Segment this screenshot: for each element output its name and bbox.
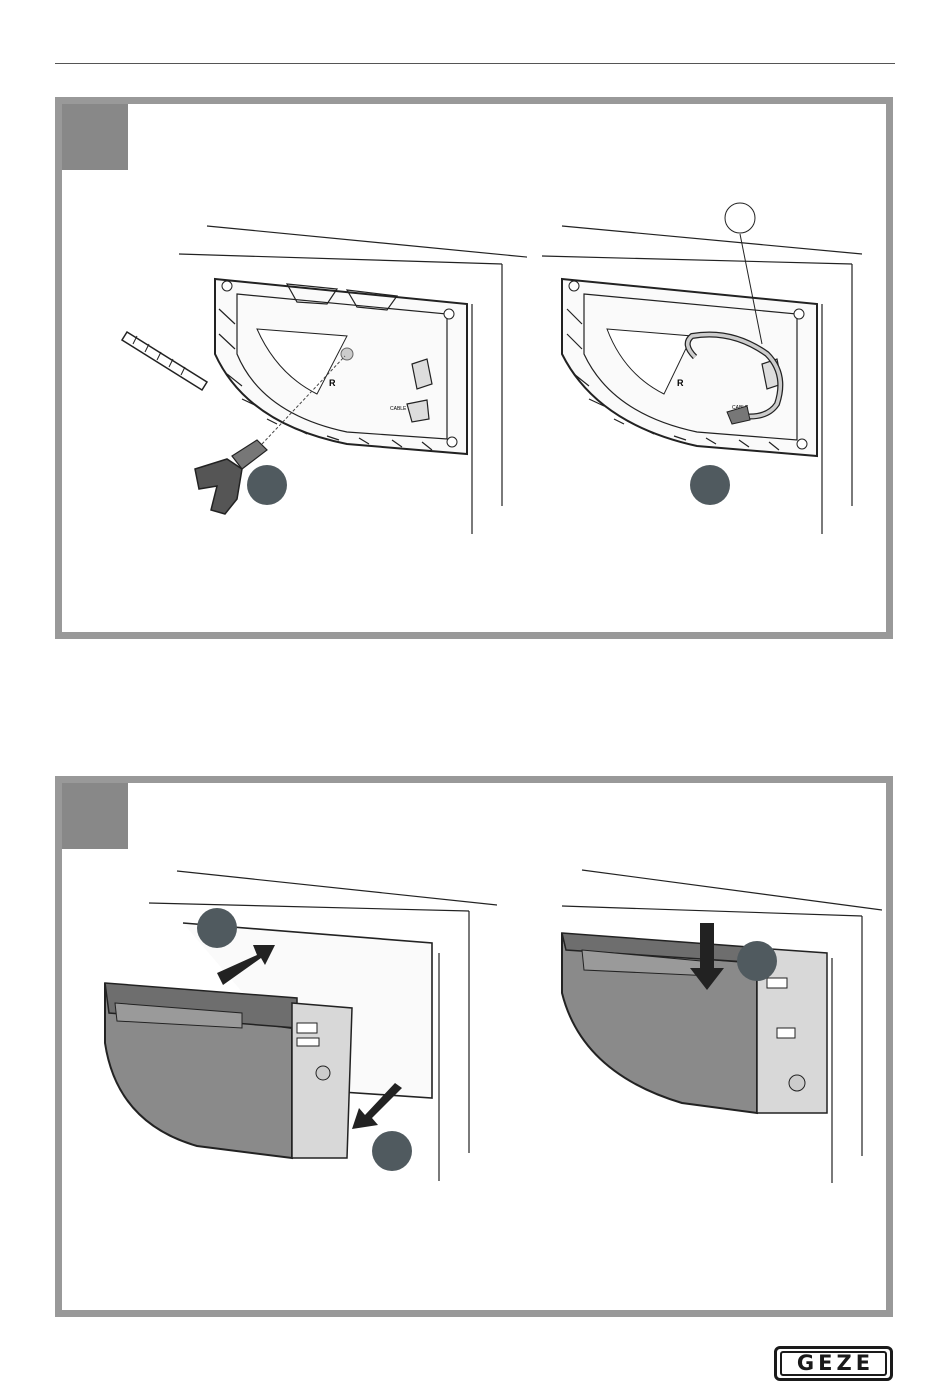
step-panel-1: R CABLE xyxy=(55,97,893,639)
press-drive-unit-illustration xyxy=(542,858,882,1188)
drill-bit-icon xyxy=(122,332,207,390)
callout-circle-empty xyxy=(725,203,755,233)
drive-unit xyxy=(105,983,352,1158)
callout-marker-1 xyxy=(197,908,237,948)
step-number-tab xyxy=(62,104,128,170)
mounting-plate: R CABLE xyxy=(215,279,467,454)
callout-marker-1 xyxy=(247,465,287,505)
drive-unit xyxy=(562,933,827,1113)
svg-text:CABLE: CABLE xyxy=(390,406,407,412)
logo-text: GEZE xyxy=(793,1353,874,1374)
step-number-tab xyxy=(62,783,128,849)
svg-text:R: R xyxy=(677,378,684,388)
callout-marker-1 xyxy=(737,941,777,981)
callout-marker-2 xyxy=(372,1131,412,1171)
drill-hole-illustration: R CABLE xyxy=(107,214,527,544)
callout-marker-2 xyxy=(690,465,730,505)
cable-routing-illustration: R CABLE xyxy=(532,194,882,544)
geze-logo: GEZE xyxy=(774,1346,893,1381)
geze-logo-inner: GEZE xyxy=(780,1351,887,1376)
insert-drive-unit-illustration xyxy=(97,863,497,1193)
template-r-mark: R xyxy=(329,378,336,388)
step-panel-2 xyxy=(55,776,893,1317)
header-divider xyxy=(55,63,895,64)
